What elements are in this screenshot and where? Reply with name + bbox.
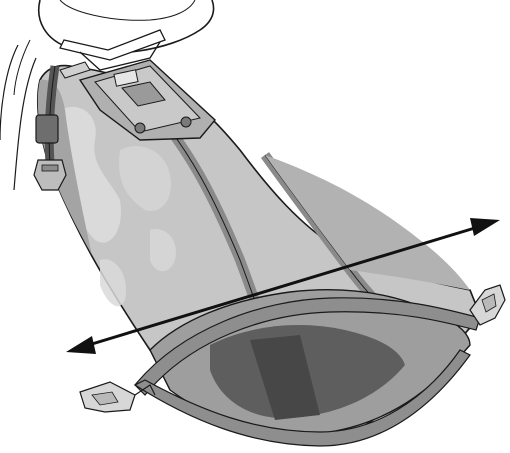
seat-bag-illustration [0, 0, 510, 453]
illustration-canvas [0, 0, 510, 453]
